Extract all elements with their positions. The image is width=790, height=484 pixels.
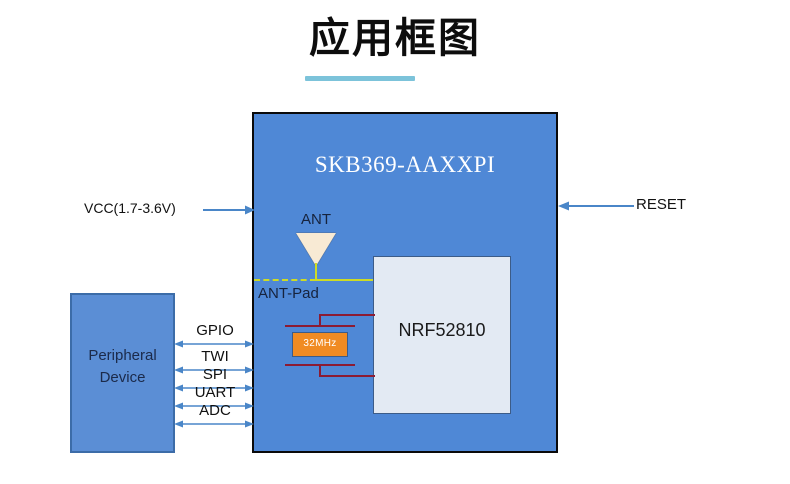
bus-label-adc: ADC <box>199 402 231 419</box>
module-name-label: SKB369-AAXXPI <box>314 152 496 177</box>
crystal-wire-bottom-vertical <box>319 364 321 377</box>
bus-label-uart: UART <box>194 384 236 401</box>
bus-label-gpio: GPIO <box>196 322 234 339</box>
antenna-stem-trace <box>315 263 317 280</box>
crystal-wire-top-horizontal <box>319 314 375 316</box>
antenna-pad-label: ANT-Pad <box>258 285 319 302</box>
reset-arrow-icon <box>558 201 634 211</box>
bus-arrow-uart-icon <box>174 402 254 410</box>
crystal-frequency-label: 32MHz <box>303 338 337 349</box>
antenna-pad-dashed-trace <box>254 279 316 281</box>
bus-arrow-gpio-icon <box>174 340 254 348</box>
page-title: 应用框图 <box>309 14 481 62</box>
antenna-icon <box>296 233 336 266</box>
crystal-wire-top-vertical <box>319 314 321 327</box>
crystal-wire-bottom-horizontal <box>319 375 375 377</box>
antenna-label: ANT <box>301 211 331 228</box>
mcu-box <box>373 256 511 414</box>
peripheral-device-box <box>70 293 175 453</box>
bus-label-twi: TWI <box>201 348 229 365</box>
bus-arrow-twi-icon <box>174 366 254 374</box>
mcu-name-label: NRF52810 <box>398 320 486 340</box>
antenna-pad-solid-trace <box>315 279 375 281</box>
bus-arrow-adc-icon <box>174 420 254 428</box>
vcc-label: VCC(1.7-3.6V) <box>84 200 176 216</box>
bus-arrow-spi-icon <box>174 384 254 392</box>
title-underline-bar <box>305 76 415 81</box>
vcc-arrow-icon <box>203 205 255 215</box>
peripheral-device-label: Peripheral Device <box>88 347 157 386</box>
reset-label: RESET <box>636 196 687 213</box>
bus-label-spi: SPI <box>202 366 228 383</box>
crystal-box <box>292 332 348 357</box>
